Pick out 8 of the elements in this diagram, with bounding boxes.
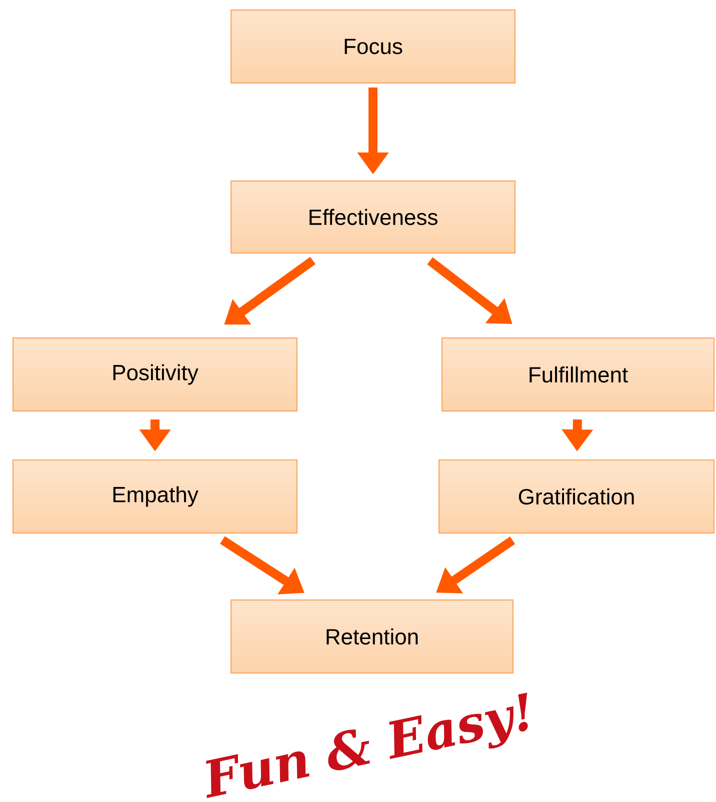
process-box: Positivity [12,338,298,412]
process-box: Gratification [438,460,714,534]
process-box: Retention [230,600,514,674]
caption: Fun & Easy! [206,692,528,798]
process-box: Effectiveness [230,180,516,254]
process-box: Empathy [12,460,298,534]
process-box: Fulfillment [442,338,714,412]
process-box: Focus [230,10,516,84]
